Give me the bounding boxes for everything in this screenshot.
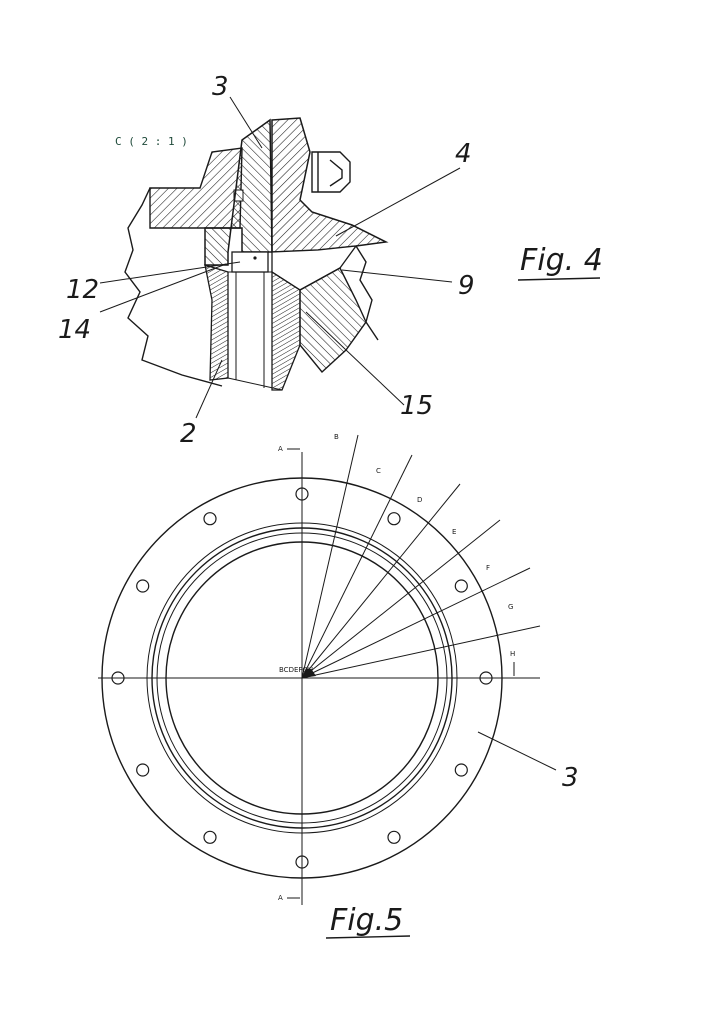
fig4-break-outline: [124, 187, 223, 387]
fig5-section-ray: [301, 519, 501, 679]
fig4-element-12: [231, 251, 269, 273]
fig4-part-4-housing: [271, 117, 389, 253]
fig4-break-outline-right: [355, 245, 379, 341]
fig5-bolt-hole: [387, 830, 401, 844]
fig4-leader-12: [99, 261, 241, 284]
fig4-part-2-right: [271, 270, 301, 391]
fig4-caption: Fig. 4: [520, 243, 603, 278]
fig5-mark-h: H: [510, 650, 515, 658]
fig4-ref-2: 2: [180, 419, 197, 449]
fig5-section-ray: [301, 454, 413, 679]
fig5-mark-g: G: [508, 603, 513, 611]
fig4-leader-3: [229, 96, 263, 149]
fig4-leader-14: [99, 263, 227, 313]
fig4-part-15-sleeve: [299, 267, 367, 374]
fig5-bolt-holes: [111, 487, 493, 869]
fig4-ref-14: 14: [58, 315, 91, 345]
fig5-caption-underline: [325, 935, 411, 939]
fig5-bolt-hole: [136, 763, 150, 777]
fig5-section-ray: [301, 625, 541, 679]
fig4-part-3-wall: [204, 118, 273, 266]
fig4-detail-scale: C ( 2 : 1 ): [115, 135, 188, 148]
fig5-leader-3: [477, 731, 557, 771]
fig5-section-ray: [301, 434, 359, 679]
fig4-bolt: [311, 151, 351, 193]
fig4-upper-flange: [149, 147, 243, 229]
fig4-ref-12: 12: [66, 275, 99, 305]
fig5-mark-e: E: [452, 528, 456, 536]
fig4-leader-15: [305, 311, 405, 406]
fig4-leader-2: [195, 359, 223, 419]
fig5-center-hub: [302, 668, 316, 678]
fig5-mark-a-top: A: [278, 445, 283, 453]
fig4-element-12-dot: [253, 256, 257, 260]
fig4-ref-3: 3: [212, 72, 229, 102]
fig5-ref-3: 3: [562, 763, 579, 793]
fig5-mark-a-bottom: A: [278, 894, 283, 902]
fig5-mark-f: F: [486, 564, 490, 572]
fig5-center-letters: BCDEFGH: [279, 666, 313, 674]
fig4-ref-4: 4: [455, 139, 472, 169]
fig5-bolt-hole: [203, 512, 217, 526]
fig5-section-ray: [301, 483, 461, 679]
fig4-ref-15: 15: [400, 391, 433, 421]
fig4-part-2-left: [204, 264, 229, 381]
figure-5: A A B C D E F G H BCDEFGH 3 Fig.5: [98, 433, 579, 939]
fig4-ref-9: 9: [458, 271, 475, 301]
fig5-section-rays: [301, 434, 541, 679]
fig5-bolt-hole: [136, 579, 150, 593]
fig5-caption: Fig.5: [330, 903, 403, 938]
fig5-bolt-hole: [387, 512, 401, 526]
fig5-bolt-hole: [454, 579, 468, 593]
figure-4: 3 4 12 14 9 2 15 C ( 2 : 1 ) Fig. 4: [58, 72, 603, 449]
fig5-mark-c: C: [376, 467, 381, 475]
fig5-bolt-hole: [203, 830, 217, 844]
fig5-mark-d: D: [417, 496, 422, 504]
fig4-caption-underline: [517, 277, 601, 281]
fig5-section-ray: [301, 567, 531, 679]
fig5-mark-b: B: [334, 433, 339, 441]
fig5-bolt-hole: [454, 763, 468, 777]
fig4-leader-9: [341, 269, 453, 283]
fig4-leader-4: [335, 167, 461, 237]
